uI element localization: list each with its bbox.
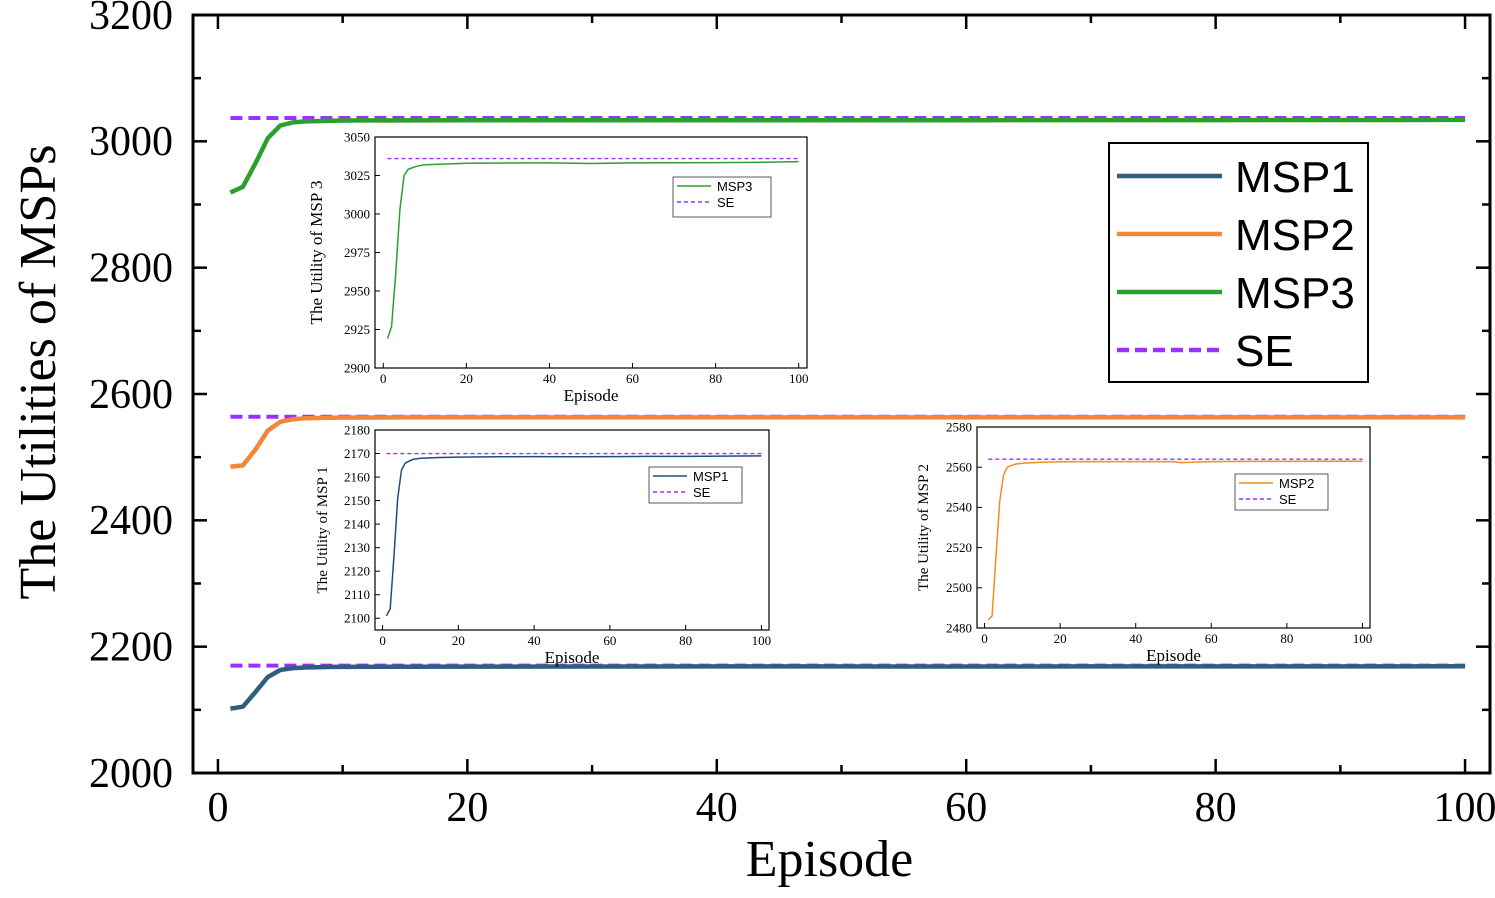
inset3-legend-label-msp3: MSP3	[717, 179, 752, 194]
inset2-x-tick-label: 20	[1054, 631, 1067, 646]
inset1-y-tick-label: 2150	[344, 493, 370, 508]
inset2-x-tick-label: 60	[1205, 631, 1218, 646]
inset2-series-msp2-line	[987, 460, 1363, 621]
inset2-x-tick-label: 0	[981, 631, 988, 646]
inset1-plot-frame	[374, 429, 770, 631]
main-legend-label-msp1: MSP1	[1235, 153, 1355, 202]
inset1-x-tick-label: 40	[528, 633, 541, 648]
main-x-tick-label: 20	[446, 785, 488, 831]
inset2-y-tick-label: 2480	[946, 620, 972, 635]
inset3-x-tick-label: 40	[543, 371, 556, 386]
inset2-x-tick-label: 100	[1353, 631, 1373, 646]
inset2-x-tick-label: 80	[1280, 631, 1293, 646]
inset1-y-tick-label: 2100	[344, 611, 370, 626]
inset2-y-tick-label: 2540	[946, 500, 972, 515]
inset1-x-axis-label: Episode	[545, 648, 600, 667]
main-series-msp3-line	[229, 117, 1466, 195]
inset2-y-tick-label: 2560	[946, 459, 972, 474]
inset3-x-tick-label: 60	[626, 371, 639, 386]
inset1-y-tick-label: 2180	[344, 422, 370, 437]
main-y-tick-label: 2800	[89, 246, 173, 292]
inset1-y-axis-label: The Utility of MSP 1	[315, 467, 331, 594]
main-x-tick-label: 60	[945, 785, 987, 831]
main-y-axis-label: The Utilities of MSPs	[10, 144, 67, 599]
main-legend-label-se: SE	[1235, 327, 1294, 376]
inset3-y-tick-label: 2975	[344, 245, 370, 260]
inset3-y-tick-label: 2900	[344, 360, 370, 375]
main-y-tick-label: 2000	[89, 751, 173, 797]
main-x-tick-label: 40	[696, 785, 738, 831]
inset3-ticks: 0 20 40 60 80 100 2900 2925 2950 2975 3000 3025 3050	[344, 129, 808, 386]
inset3-x-tick-label: 100	[789, 371, 809, 386]
inset2-legend-label-se: SE	[1279, 492, 1297, 507]
inset3-y-tick-label: 3025	[344, 168, 370, 183]
inset2-x-axis-label: Episode	[1146, 646, 1201, 665]
inset3-y-tick-label: 2925	[344, 322, 370, 337]
main-y-tick-label: 2200	[89, 625, 173, 671]
main-legend-label-msp2: MSP2	[1235, 211, 1355, 260]
inset1-y-tick-label: 2170	[344, 446, 370, 461]
inset1-legend-label-se: SE	[693, 485, 711, 500]
inset2-plot-frame	[976, 426, 1371, 629]
inset2-legend-label-msp2: MSP2	[1279, 476, 1314, 491]
main-y-tick-label: 3200	[89, 0, 173, 39]
inset3-x-axis-label: Episode	[564, 386, 619, 405]
inset2-y-axis-label: The Utility of MSP 2	[916, 464, 932, 591]
inset1-legend-box	[648, 466, 743, 504]
inset2-y-tick-label: 2520	[946, 540, 972, 555]
inset1-ticks: 0 20 40 60 80 100 2100 2110 2120 2130 2140 2150 2160…	[344, 422, 771, 648]
main-legend-label-msp3: MSP3	[1235, 269, 1355, 318]
inset1-x-tick-label: 60	[603, 633, 616, 648]
main-plot-frame	[191, 13, 1492, 775]
inset2-ticks: 0 20 40 60 80 100 2480 2500 2520 2540 2560 2580	[946, 419, 1372, 646]
inset1-x-tick-label: 100	[752, 633, 772, 648]
main-legend-box	[1108, 142, 1369, 383]
main-y-tick-label: 2400	[89, 498, 173, 544]
inset2-y-tick-label: 2500	[946, 580, 972, 595]
inset1-x-tick-label: 20	[452, 633, 465, 648]
inset3-series-msp3-line	[386, 160, 799, 339]
inset2-legend-box	[1234, 473, 1329, 511]
main-series-msp1-line	[230, 664, 1466, 711]
inset2-x-tick-label: 40	[1129, 631, 1142, 646]
inset3-y-tick-label: 3000	[344, 206, 370, 221]
inset3-x-tick-label: 80	[709, 371, 722, 386]
main-x-tick-label: 0	[207, 785, 228, 831]
main-x-tick-label: 80	[1195, 785, 1237, 831]
inset1-x-tick-label: 80	[679, 633, 692, 648]
main-x-axis-label: Episode	[746, 831, 914, 888]
main-y-tick-label: 2600	[89, 372, 173, 418]
inset1-y-tick-label: 2130	[344, 540, 370, 555]
inset1-y-tick-label: 2160	[344, 469, 370, 484]
inset3-legend-label-se: SE	[717, 195, 735, 210]
main-series-msp2-line	[230, 415, 1466, 469]
inset3-y-tick-label: 3050	[344, 129, 370, 144]
inset1-y-tick-label: 2120	[344, 563, 370, 578]
inset1-y-tick-label: 2110	[344, 587, 370, 602]
inset1-series-msp1-line	[385, 455, 762, 617]
inset3-y-axis-label: The Utility of MSP 3	[307, 181, 326, 325]
main-x-tick-label: 100	[1434, 785, 1495, 831]
inset1-y-tick-label: 2140	[344, 516, 370, 531]
inset1-legend-label-msp1: MSP1	[693, 469, 728, 484]
inset2-y-tick-label: 2580	[946, 419, 972, 434]
inset3-y-tick-label: 2950	[344, 283, 370, 298]
inset3-plot-frame	[374, 136, 808, 369]
inset3-x-tick-label: 20	[460, 371, 473, 386]
inset3-x-tick-label: 0	[380, 371, 387, 386]
inset1-x-tick-label: 0	[379, 633, 386, 648]
main-y-tick-label: 3000	[89, 119, 173, 165]
inset3-legend-box	[672, 176, 772, 218]
